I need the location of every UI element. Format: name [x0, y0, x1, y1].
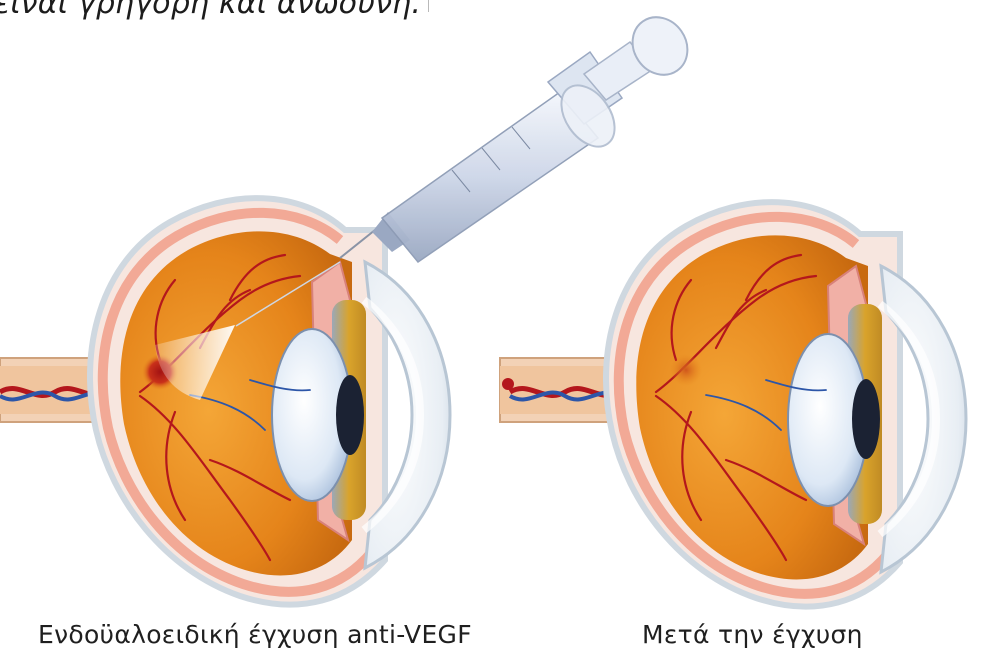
caption-injection: Ενδοϋαλοειδική έγχυση anti-VEGF [38, 620, 472, 649]
right-eye [500, 202, 966, 606]
syringe [340, 7, 699, 262]
left-eye [0, 198, 450, 604]
caption-after-injection: Μετά την έγχυση [642, 620, 863, 649]
faded-lesion [670, 354, 702, 386]
